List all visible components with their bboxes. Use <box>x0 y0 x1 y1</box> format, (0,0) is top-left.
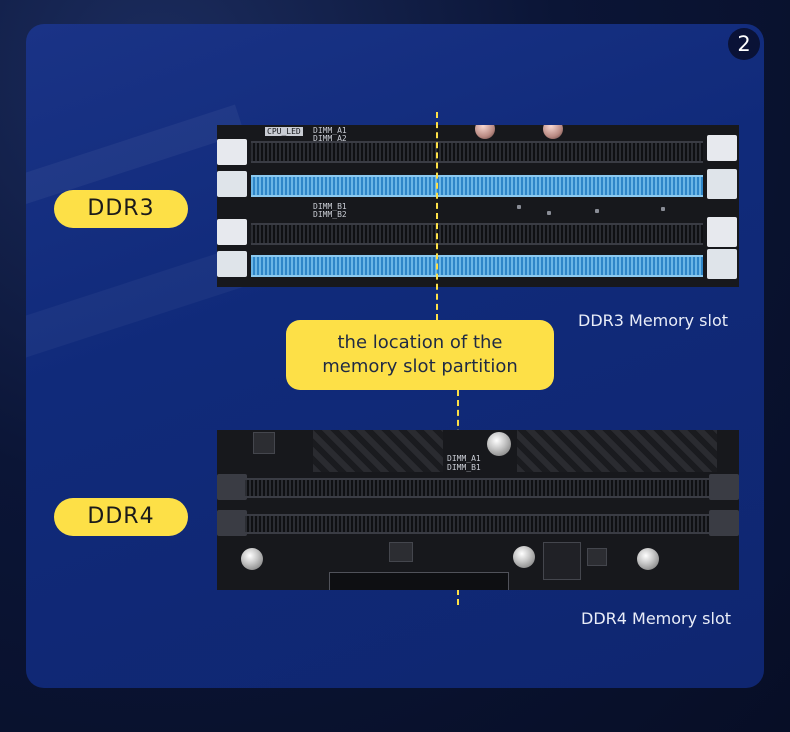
ddr4-caption: DDR4 Memory slot <box>581 609 732 628</box>
smd-component <box>595 209 599 213</box>
capacitor <box>475 125 495 139</box>
ddr3-slot-b2 <box>251 255 703 277</box>
capacitor <box>637 548 659 570</box>
ddr4-motherboard-photo: DIMM_A1 DIMM_B1 <box>217 430 739 590</box>
slot-latch <box>709 474 739 500</box>
chip <box>389 542 413 562</box>
cpu-led-silkscreen: CPU_LED <box>265 127 303 136</box>
power-connector <box>329 572 509 590</box>
slot-latch <box>217 171 247 197</box>
smd-component <box>661 207 665 211</box>
capacitor <box>241 548 263 570</box>
slot-latch <box>707 217 737 247</box>
slot-latch <box>217 139 247 165</box>
chip <box>253 432 275 454</box>
dimm-b1-silkscreen: DIMM_B1 <box>447 463 481 472</box>
slot-latch <box>707 135 737 161</box>
ddr4-label-pill: DDR4 <box>54 498 188 536</box>
slot-latch <box>217 474 247 500</box>
ddr3-slot-b1 <box>251 223 703 245</box>
capacitor <box>513 546 535 568</box>
smd-component <box>517 205 521 209</box>
slot-latch <box>217 219 247 245</box>
callout-line-1: the location of the <box>337 332 503 353</box>
slot-latch <box>217 510 247 536</box>
heatsink-pattern <box>313 430 443 472</box>
slot-latch <box>709 510 739 536</box>
dimm-a2-silkscreen: DIMM_A2 <box>313 134 347 143</box>
page-number-badge: 2 <box>728 28 760 60</box>
slot-latch <box>707 169 737 199</box>
ddr3-motherboard-photo: CPU_LED DIMM_A1 DIMM_A2 DIMM_B1 DIMM_B2 <box>217 125 739 287</box>
ddr3-partition-line <box>436 112 438 320</box>
ddr3-caption: DDR3 Memory slot <box>578 311 729 330</box>
ddr3-slot-a2 <box>251 175 703 197</box>
capacitor <box>487 432 511 456</box>
dimm-b1-silkscreen: DIMM_B1 <box>313 202 347 211</box>
dimm-b2-silkscreen: DIMM_B2 <box>313 210 347 219</box>
ddr3-slot-a1 <box>251 141 703 163</box>
callout-line-2: memory slot partition <box>322 356 518 377</box>
ddr3-label-pill: DDR3 <box>54 190 188 228</box>
slot-latch <box>707 249 737 279</box>
dimm-a1-silkscreen: DIMM_A1 <box>313 126 347 135</box>
capacitor <box>543 125 563 139</box>
chip <box>587 548 607 566</box>
chip <box>543 542 581 580</box>
ddr4-slot-b1 <box>245 514 709 534</box>
dimm-a1-silkscreen: DIMM_A1 <box>447 454 481 463</box>
partition-callout: the location of the memory slot partitio… <box>286 320 554 390</box>
smd-component <box>547 211 551 215</box>
ddr4-slot-a1 <box>245 478 709 498</box>
heatsink-pattern <box>517 430 717 472</box>
slot-latch <box>217 251 247 277</box>
